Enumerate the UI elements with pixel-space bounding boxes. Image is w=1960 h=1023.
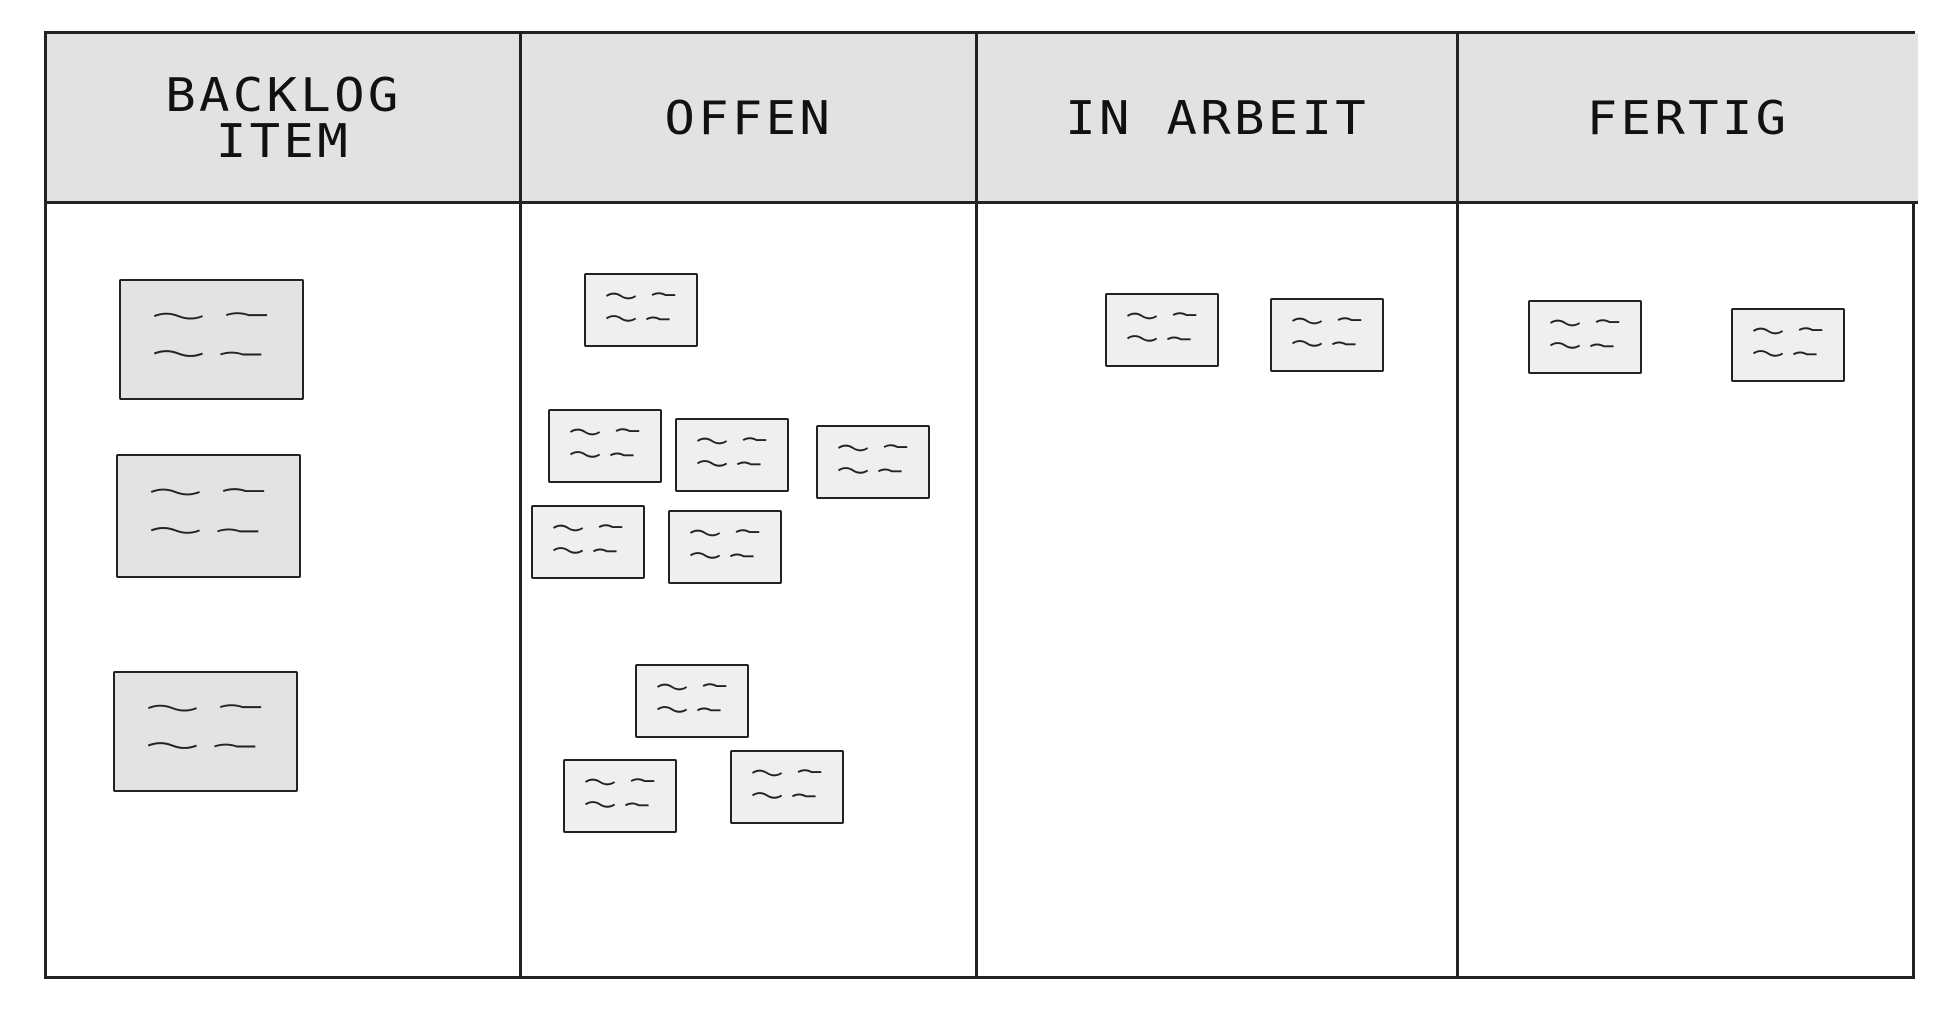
sticky-note-card[interactable] xyxy=(548,409,662,483)
sticky-note-card[interactable] xyxy=(668,510,782,584)
column-title: IN ARBEIT xyxy=(1065,90,1369,145)
sticky-note-card[interactable] xyxy=(563,759,677,833)
scribble-text xyxy=(1126,312,1197,342)
column-header: BACKLOG ITEM xyxy=(47,34,519,204)
sticky-note-card[interactable] xyxy=(816,425,930,499)
column-offen: OFFEN xyxy=(522,34,978,976)
sticky-note-card[interactable] xyxy=(730,750,844,824)
scribble-text xyxy=(656,683,727,713)
scribble-text xyxy=(150,488,265,534)
sticky-note-card[interactable] xyxy=(119,279,304,400)
column-fertig: FERTIG xyxy=(1459,34,1918,976)
sticky-note-card[interactable] xyxy=(116,454,301,578)
scribble-text xyxy=(1291,317,1362,347)
scribble-text xyxy=(584,778,655,808)
scribble-text xyxy=(696,437,767,467)
sticky-note-card[interactable] xyxy=(1270,298,1384,372)
scribble-text xyxy=(689,529,760,559)
scribble-text xyxy=(751,769,822,799)
sticky-note-card[interactable] xyxy=(584,273,698,347)
sticky-note-card[interactable] xyxy=(635,664,749,738)
kanban-board: BACKLOG ITEM OFFEN IN ARBEIT FERTIG xyxy=(44,31,1918,979)
scribble-text xyxy=(147,704,262,749)
column-title: BACKLOG ITEM xyxy=(164,67,402,168)
sticky-note-card[interactable] xyxy=(1105,293,1219,367)
sticky-note-card[interactable] xyxy=(1528,300,1642,374)
sticky-note-card[interactable] xyxy=(675,418,789,492)
column-header: OFFEN xyxy=(522,34,975,204)
column-title: OFFEN xyxy=(664,90,833,145)
column-title: FERTIG xyxy=(1587,90,1790,145)
column-backlog-item: BACKLOG ITEM xyxy=(47,34,522,976)
sticky-note-card[interactable] xyxy=(531,505,645,579)
scribble-text xyxy=(569,428,640,458)
scribble-text xyxy=(605,292,676,322)
scribble-text xyxy=(1549,319,1620,349)
column-header: FERTIG xyxy=(1459,34,1918,204)
sticky-note-card[interactable] xyxy=(1731,308,1845,382)
column-header: IN ARBEIT xyxy=(978,34,1456,204)
scribble-text xyxy=(1752,327,1823,357)
column-in-arbeit: IN ARBEIT xyxy=(978,34,1459,976)
scribble-text xyxy=(552,524,623,554)
scribble-text xyxy=(837,444,908,474)
sticky-note-card[interactable] xyxy=(113,671,298,792)
scribble-text xyxy=(153,312,268,357)
